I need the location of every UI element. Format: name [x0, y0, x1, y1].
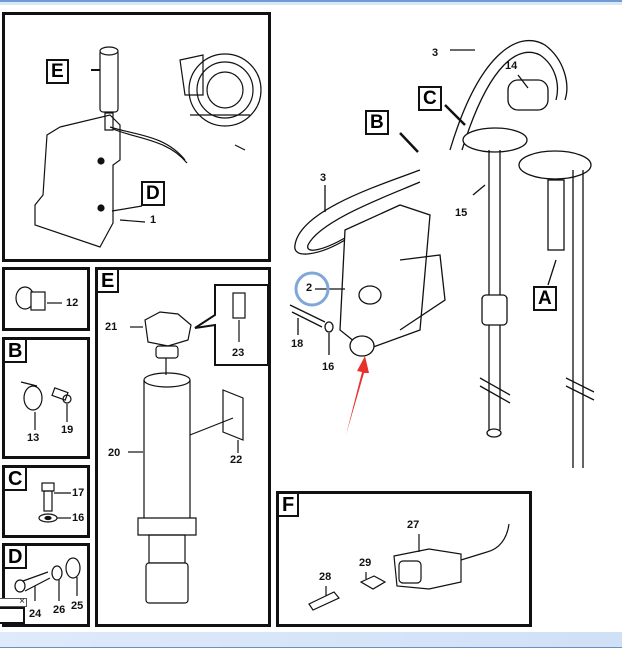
part-number-19: 19	[61, 424, 74, 436]
hose-clamp-drawing	[15, 286, 62, 311]
part-number-24: 24	[29, 608, 42, 620]
part-number-26: 26	[53, 604, 66, 616]
popup-header: ×	[0, 596, 27, 607]
clamp-and-bolt-drawing	[20, 381, 72, 430]
part-number-3-upper: 3	[432, 47, 439, 59]
part-number-25: 25	[71, 600, 84, 612]
callout-d: D	[141, 181, 165, 206]
callout-b: B	[365, 110, 389, 135]
part-number-22: 22	[230, 454, 243, 466]
detail-panel-c: C 17 16	[2, 465, 90, 538]
part-number-1: 1	[150, 214, 157, 226]
callout-e: E	[46, 59, 69, 84]
overview-panel: E D 1	[2, 12, 271, 262]
part-number-15: 15	[455, 207, 468, 219]
panel-tag-d: D	[5, 546, 28, 569]
part-number-29: 29	[359, 557, 372, 569]
connector-drawing	[308, 523, 510, 611]
panel-tag-b: B	[5, 340, 28, 363]
panel-tag-c: C	[5, 468, 28, 491]
popup-input[interactable]	[0, 607, 25, 624]
part-number-16: 16	[322, 361, 335, 373]
mini-popup: ×	[0, 596, 27, 626]
part-number-18: 18	[291, 338, 304, 350]
filler-pipe-drawing	[128, 284, 269, 604]
part-number-2: 2	[306, 282, 313, 294]
part-number-12: 12	[66, 297, 79, 309]
callout-c: C	[418, 86, 442, 111]
detail-panel-f: F 27 28 29	[276, 491, 532, 627]
detail-panel-b: B 13 19	[2, 337, 90, 459]
detail-panel-12: 12	[2, 267, 90, 331]
highlight-circle	[294, 271, 330, 307]
close-icon[interactable]: ×	[19, 596, 25, 607]
part-number-14: 14	[505, 60, 518, 72]
red-arrow	[346, 356, 369, 435]
fuel-tank-overview-drawing	[34, 46, 262, 248]
part-number-17: 17	[72, 487, 85, 499]
bolt-washers-drawing	[14, 557, 81, 601]
part-number-20: 20	[108, 447, 121, 459]
part-number-16-c: 16	[72, 512, 85, 524]
detail-panel-e: E 21 23 20 22	[95, 267, 271, 627]
window-top-bar	[0, 0, 622, 5]
bolt-and-washer-drawing	[38, 482, 71, 523]
part-number-3-left: 3	[320, 172, 327, 184]
part-number-27: 27	[407, 519, 420, 531]
window-bottom-bar	[0, 632, 622, 648]
part-number-28: 28	[319, 571, 332, 583]
panel-tag-e: E	[98, 270, 120, 293]
callout-a: A	[533, 286, 557, 311]
part-number-21: 21	[105, 321, 118, 333]
panel-tag-f: F	[279, 494, 300, 517]
part-number-23: 23	[232, 347, 245, 359]
part-number-13: 13	[27, 432, 40, 444]
